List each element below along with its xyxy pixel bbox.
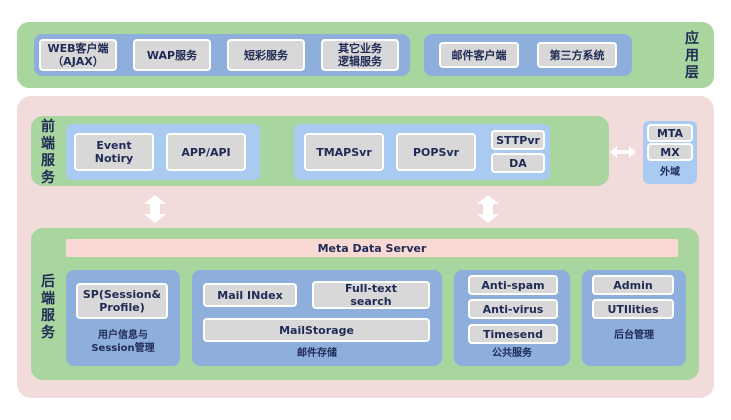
front-service-label: 前端服务 — [41, 119, 55, 186]
app-wap-service: WAP服务 — [133, 39, 211, 71]
front-tmapsvr: TMAPSvr — [304, 133, 384, 171]
user-sp-session-profile: SP(Session& Profile) — [76, 283, 168, 319]
mail-storage-caption: 邮件存储 — [297, 348, 337, 359]
user-session-caption: 用户信息与 Session管理 — [91, 330, 155, 354]
app-mms-service: 短彩服务 — [227, 39, 305, 71]
common-services-caption: 公共服务 — [492, 348, 532, 359]
meta-data-server: Meta Data Server — [66, 239, 678, 257]
anti-spam: Anti-spam — [468, 275, 558, 295]
front-popsvr: POPSvr — [396, 133, 476, 171]
up-down-arrow-icon — [144, 195, 166, 223]
app-mail-client: 邮件客户端 — [439, 42, 519, 68]
front-sttpvr: STTPvr — [491, 130, 545, 150]
external-caption: 外域 — [660, 167, 680, 178]
mail-index: Mail INdex — [203, 283, 297, 307]
front-event-notiry: Event Notiry — [74, 133, 154, 171]
full-text-search: Full-text search — [312, 281, 430, 309]
admin-caption: 后台管理 — [614, 330, 654, 341]
timesend: Timesend — [468, 324, 558, 344]
external-mta: MTA — [647, 124, 693, 142]
up-down-arrow-icon — [477, 195, 499, 223]
front-da: DA — [491, 153, 545, 173]
app-other-logic-service: 其它业务 逻辑服务 — [321, 39, 399, 71]
front-app-api: APP/API — [166, 133, 246, 171]
admin-box: Admin — [592, 275, 674, 295]
back-service-label: 后端服务 — [41, 274, 55, 341]
double-arrow-icon — [610, 146, 636, 158]
app-web-client: WEB客户端 （AJAX） — [39, 39, 117, 71]
external-mx: MX — [647, 143, 693, 161]
utilities-box: UTIlities — [592, 299, 674, 319]
anti-virus: Anti-virus — [468, 299, 558, 319]
app-layer-label: 应用层 — [685, 31, 699, 81]
app-third-party: 第三方系统 — [537, 42, 617, 68]
mail-storage: MailStorage — [203, 318, 430, 342]
